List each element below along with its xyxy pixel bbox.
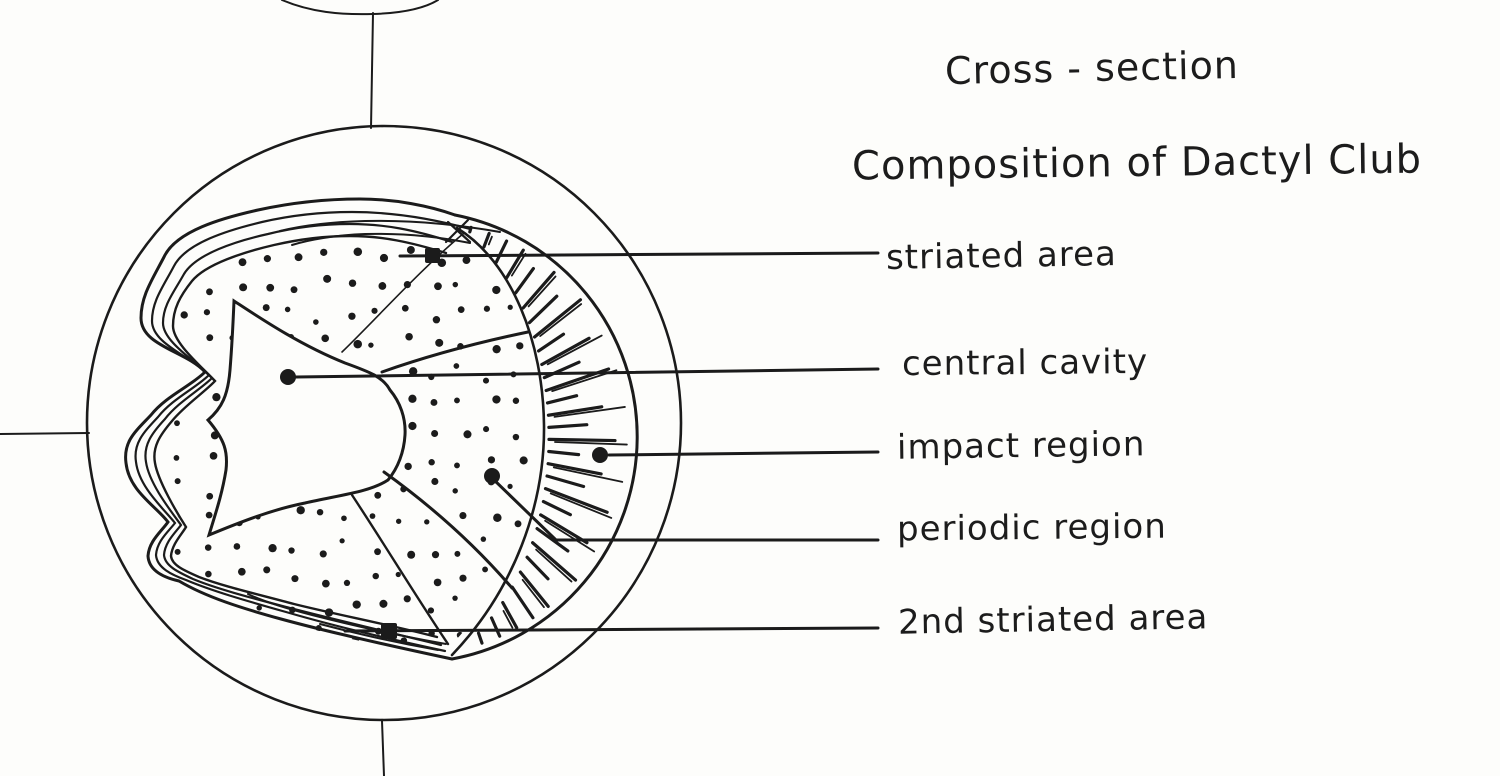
region-divider-4 (350, 493, 450, 646)
club-outline-layer-4 (153, 234, 448, 639)
connector-line-left (0, 432, 90, 435)
leader-line-2nd-striated-area (343, 626, 880, 633)
striated-band-line (247, 593, 447, 645)
connector-line-bottom (381, 720, 385, 776)
striated-band-line (319, 623, 439, 651)
leader-marker-striated-area (425, 248, 440, 263)
impact-region-outer-arc (450, 213, 639, 661)
leader-marker-periodic-region (484, 468, 500, 484)
leader-line-striated-area (398, 251, 880, 258)
title-composition-of-dactyl-club: Composition of Dactyl Club (851, 136, 1423, 190)
adjacent-structure-arc (281, 0, 439, 16)
label-impact-region: impact region (896, 424, 1146, 468)
crosshatch-x-mark (444, 218, 472, 244)
label-2nd-striated-area: 2nd striated area (897, 597, 1209, 643)
leader-line-impact-region (607, 450, 880, 457)
leader-marker-2nd-striated-area (381, 623, 397, 639)
club-outline-layer-3 (144, 222, 454, 647)
central-cavity-shape (205, 298, 407, 538)
leader-line-periodic-region (490, 476, 880, 542)
club-outline-layer-1 (124, 197, 457, 661)
impact-region-hatch (468, 225, 628, 645)
connector-line-top (370, 12, 374, 129)
title-cross-section: Cross - section (944, 42, 1240, 94)
region-divider-3 (382, 470, 514, 590)
leader-marker-impact-region (592, 447, 608, 463)
leader-marker-central-cavity (280, 369, 296, 385)
striated-band-line (291, 232, 471, 246)
region-divider-1 (341, 232, 465, 353)
label-periodic-region: periodic region (896, 506, 1167, 550)
club-outline-layer-2 (134, 210, 472, 653)
label-striated-area: striated area (885, 233, 1118, 279)
impact-region-inner-boundary (450, 226, 546, 657)
label-central-cavity: central cavity (901, 341, 1149, 385)
outer-circle (85, 124, 683, 722)
region-divider-2 (380, 330, 530, 374)
leader-line-central-cavity (294, 367, 880, 379)
